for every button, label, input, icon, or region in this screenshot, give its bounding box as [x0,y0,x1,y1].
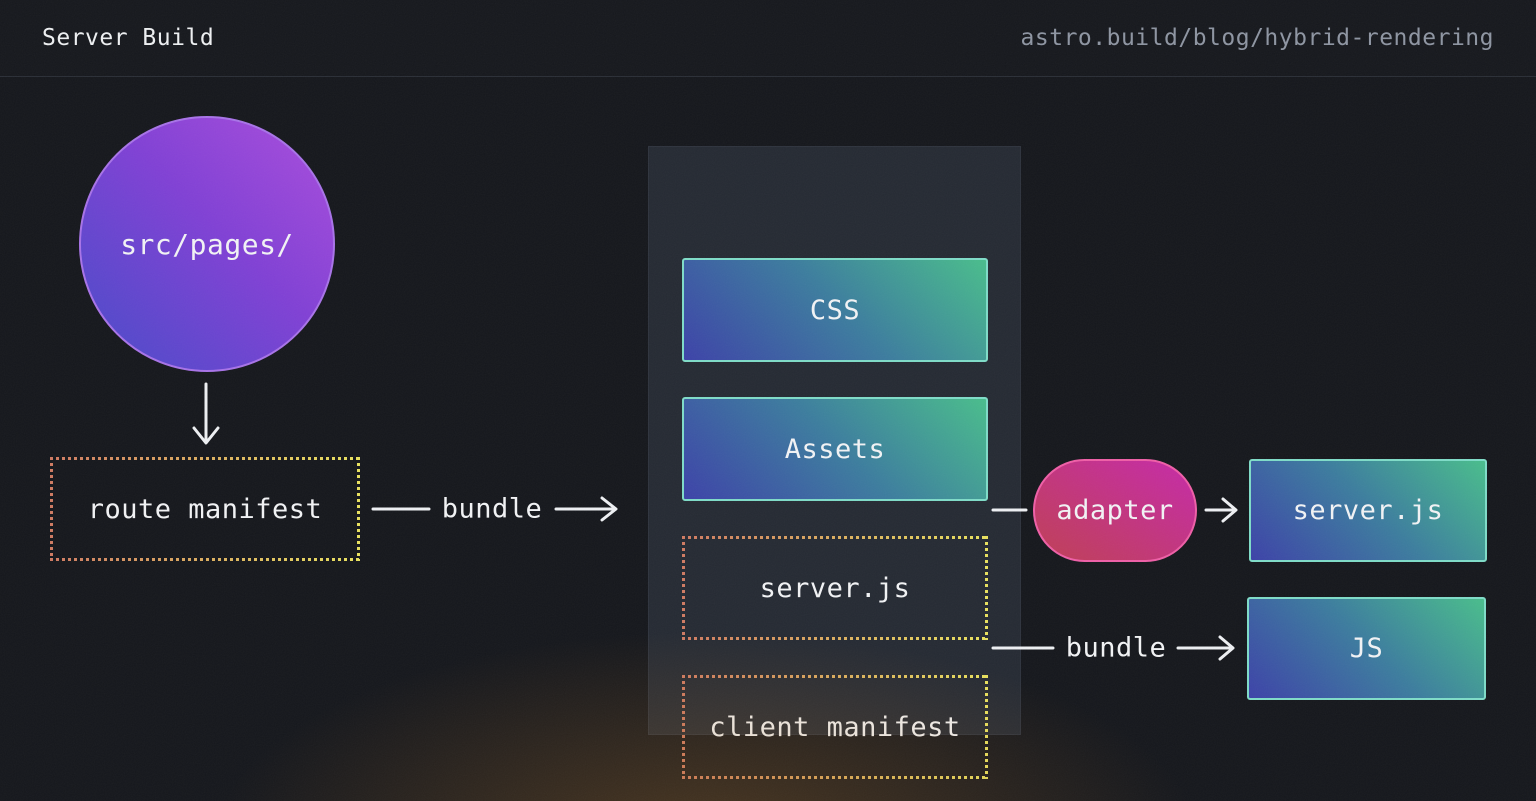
page-title: Server Build [42,25,215,51]
src-pages-label: src/pages/ [120,227,294,261]
arrow-source-to-route-manifest [192,382,220,445]
js-output-node: JS [1247,597,1486,700]
arrow-bundle-to-panel [554,496,618,522]
bundle-label-right: bundle [1065,632,1167,664]
arrow-adapter-to-serverjs-output [1204,497,1238,523]
source-url: astro.build/blog/hybrid-rendering [1020,25,1494,51]
route-manifest-node: route manifest [50,457,360,561]
header-bar: Server Build astro.build/blog/hybrid-ren… [0,0,1536,77]
bundle-label-left: bundle [441,493,543,525]
adapter-node: adapter [1033,459,1197,562]
arrow-bundle-to-js-output [1176,635,1235,661]
server-js-output-node: server.js [1249,459,1487,562]
js-output-label: JS [1349,633,1384,664]
server-js-output-label: server.js [1292,495,1444,526]
adapter-label: adapter [1056,495,1174,526]
src-pages-node: src/pages/ [79,116,335,372]
route-manifest-label: route manifest [87,493,323,525]
diagram-canvas: src/pages/ route manifest bundle CSS Ass… [0,77,1536,801]
